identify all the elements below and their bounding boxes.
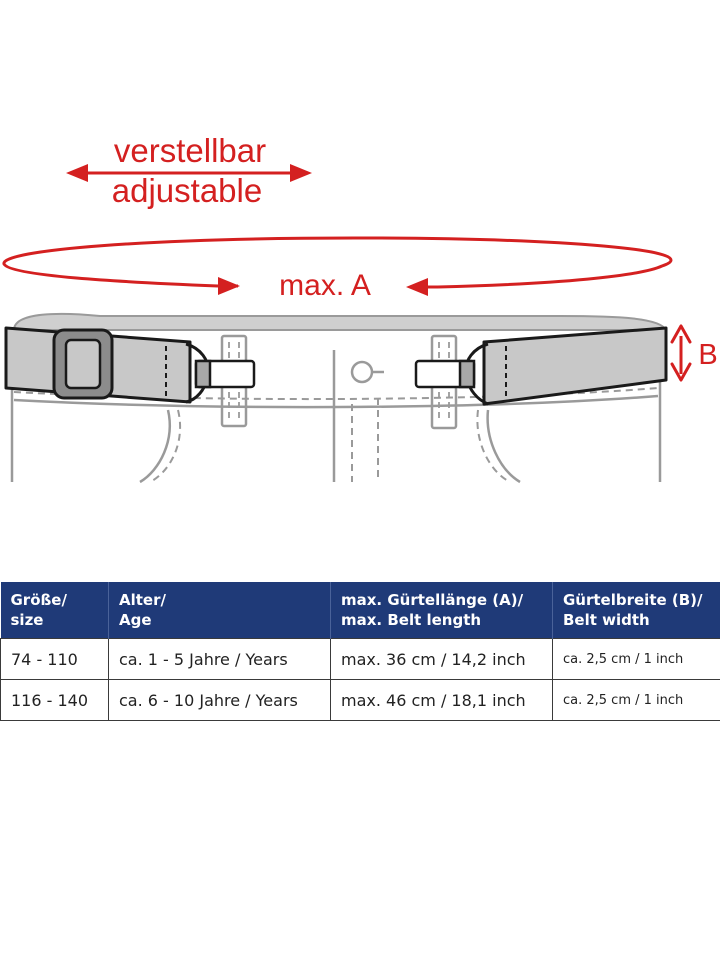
width-arrow: [670, 324, 692, 382]
header-belt-length: max. Gürtellänge (A)/ max. Belt length: [330, 582, 553, 639]
cell-width: ca. 2,5 cm / 1 inch: [552, 638, 720, 680]
clip-left-icon: [185, 342, 256, 404]
header-size: Größe/ size: [0, 582, 109, 639]
belt-diagram: verstellbar adjustable max. A: [2, 132, 718, 484]
adjustable-arrow: [66, 164, 312, 182]
cell-size: 74 - 110: [0, 638, 109, 680]
cell-size: 116 - 140: [0, 679, 109, 721]
buckle-icon: [52, 328, 114, 400]
waistband-top: [12, 312, 668, 331]
adjustable-label-en: adjustable: [112, 172, 262, 209]
table-row: 74 - 110 ca. 1 - 5 Jahre / Years max. 36…: [0, 638, 720, 680]
table-row: 116 - 140 ca. 6 - 10 Jahre / Years max. …: [0, 679, 720, 721]
cell-age: ca. 6 - 10 Jahre / Years: [108, 679, 331, 721]
clip-right-icon: [414, 342, 489, 406]
arrowhead-right-icon: [406, 278, 428, 296]
cell-length: max. 46 cm / 18,1 inch: [330, 679, 553, 721]
table-header-row: Größe/ size Alter/ Age max. Gürtellänge …: [0, 582, 720, 639]
arrowhead-left-icon: [218, 277, 240, 295]
cell-age: ca. 1 - 5 Jahre / Years: [108, 638, 331, 680]
header-belt-width: Gürtelbreite (B)/ Belt width: [552, 582, 720, 639]
adjustable-label-de: verstellbar: [114, 132, 266, 169]
width-label: B: [698, 339, 717, 371]
cell-width: ca. 2,5 cm / 1 inch: [552, 679, 720, 721]
pants-outline: [10, 334, 662, 484]
header-age: Alter/ Age: [108, 582, 331, 639]
cell-length: max. 36 cm / 14,2 inch: [330, 638, 553, 680]
length-label: max. A: [279, 269, 371, 302]
belt-right: [482, 326, 668, 406]
size-table: Größe/ size Alter/ Age max. Gürtellänge …: [0, 582, 720, 721]
